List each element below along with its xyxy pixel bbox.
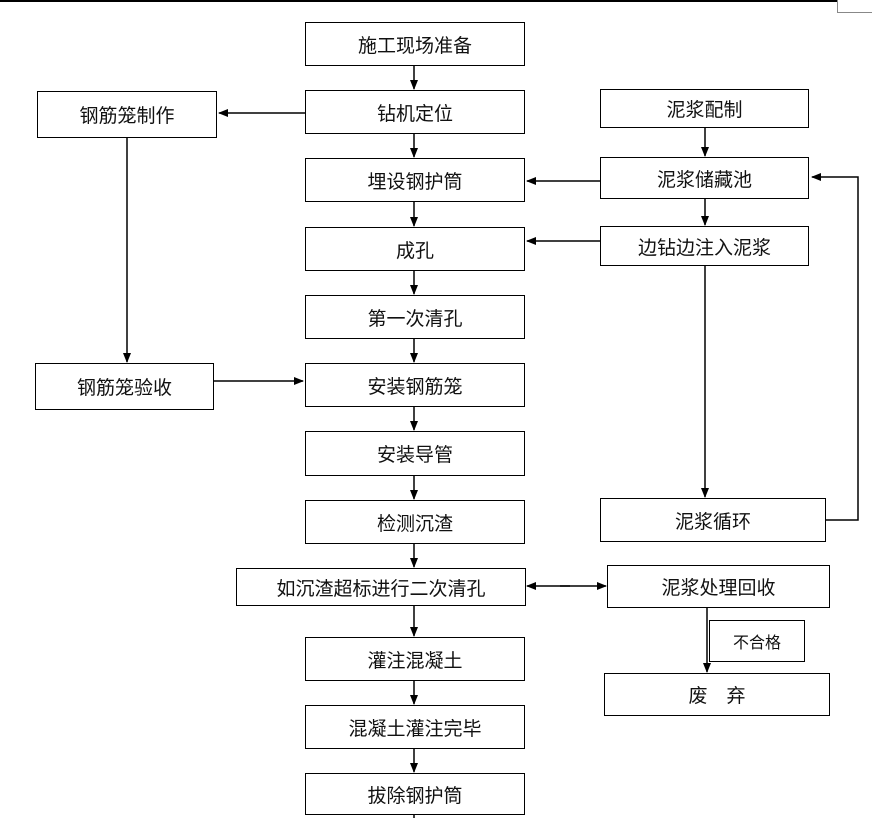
node-site-prep: 施工现场准备 (305, 22, 525, 66)
node-install-cage: 安装钢筋笼 (305, 363, 525, 407)
node-mud-recycle: 泥浆处理回收 (607, 565, 830, 608)
top-border-line (0, 0, 872, 2)
node-hole-forming: 成孔 (305, 227, 525, 271)
node-mud-cycle: 泥浆循环 (600, 498, 826, 542)
node-second-clean: 如沉渣超标进行二次清孔 (236, 568, 526, 606)
window-corner-control (837, 0, 872, 13)
node-discard: 废 弃 (604, 673, 830, 716)
node-mud-storage: 泥浆储藏池 (600, 157, 809, 199)
node-bury-casing: 埋设钢护筒 (305, 158, 525, 202)
node-pour-complete: 混凝土灌注完毕 (305, 705, 525, 749)
node-check-sediment: 检测沉渣 (305, 500, 525, 544)
node-rig-position: 钻机定位 (305, 90, 525, 134)
node-mud-mixing: 泥浆配制 (600, 89, 809, 128)
node-first-clean: 第一次清孔 (305, 295, 525, 339)
node-pour-concrete: 灌注混凝土 (305, 637, 525, 681)
arrow-cycle-to-storage (811, 173, 859, 521)
node-unqualified: 不合格 (709, 620, 805, 662)
node-install-pipe: 安装导管 (305, 431, 525, 476)
node-cage-inspect: 钢筋笼验收 (35, 363, 214, 410)
node-remove-casing: 拔除钢护筒 (305, 773, 525, 815)
node-drill-inject: 边钻边注入泥浆 (600, 226, 809, 266)
node-cage-making: 钢筋笼制作 (37, 91, 217, 138)
